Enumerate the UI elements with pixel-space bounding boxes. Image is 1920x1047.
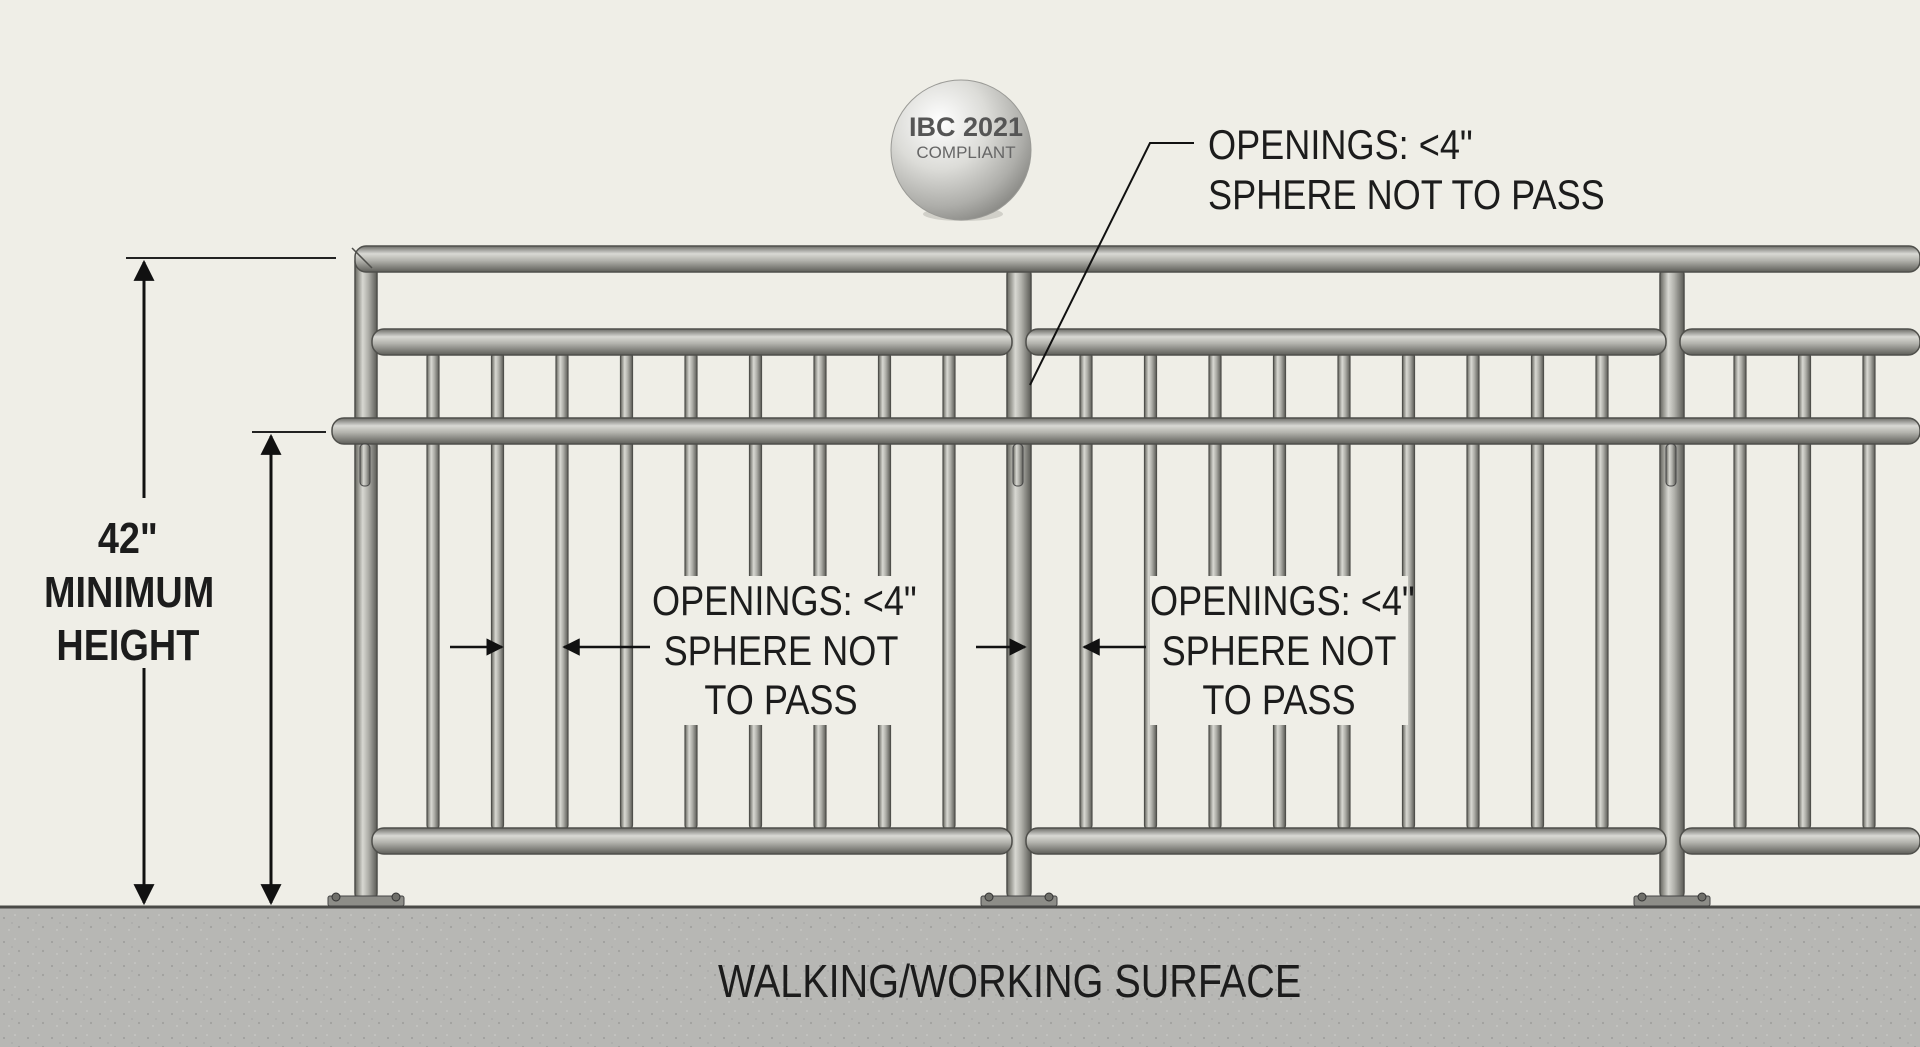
- height-label-line-2: MINIMUM: [44, 567, 215, 617]
- surface-label-text: WALKING/WORKING SURFACE: [718, 955, 1302, 1007]
- upper-rail-3: [1679, 328, 1920, 356]
- surface-label: WALKING/WORKING SURFACE: [718, 954, 1301, 1008]
- bottom-rail-3: [1679, 827, 1920, 855]
- base-plate-left: [327, 895, 405, 907]
- height-label: 42" MINIMUM HEIGHT: [44, 512, 215, 673]
- middle-callout-right-line-1: OPENINGS: <4": [1150, 577, 1415, 624]
- handrail-brackets: [359, 443, 1677, 487]
- badge-line-2: COMPLIANT: [916, 143, 1016, 162]
- rails: [331, 245, 1920, 855]
- middle-callout-left: OPENINGS: <4" SPHERE NOT TO PASS: [652, 576, 917, 725]
- middle-callout-left-line-1: OPENINGS: <4": [652, 577, 917, 624]
- badge-line-1: IBC 2021: [908, 112, 1024, 142]
- top-callout-line-1: OPENINGS: <4": [1208, 121, 1473, 168]
- middle-callout-left-line-2: SPHERE NOT: [663, 626, 899, 674]
- base-plate-right: [1633, 895, 1711, 907]
- height-label-line-3: HEIGHT: [56, 621, 200, 671]
- compliance-badge-label: IBC 2021 COMPLIANT: [886, 112, 1046, 162]
- bottom-rail-1: [371, 827, 1013, 855]
- compliance-sphere-icon: [890, 79, 1032, 221]
- top-rail: [354, 245, 1920, 273]
- top-callout-line-2: SPHERE NOT TO PASS: [1208, 170, 1605, 218]
- top-callout: OPENINGS: <4" SPHERE NOT TO PASS: [1208, 120, 1605, 219]
- middle-callout-right-line-3: TO PASS: [1202, 676, 1356, 724]
- middle-callout-left-line-3: TO PASS: [704, 676, 858, 724]
- base-plates: [327, 892, 1711, 907]
- base-plate-middle: [980, 895, 1058, 907]
- middle-callout-right-line-2: SPHERE NOT: [1161, 626, 1397, 674]
- ground-surface: [0, 906, 1920, 1047]
- bottom-rail-2: [1025, 827, 1667, 855]
- top-rail-corner: [351, 247, 373, 269]
- post-middle: [1006, 264, 1032, 903]
- upper-rail-2: [1025, 328, 1667, 356]
- upper-rail-1: [371, 328, 1013, 356]
- handrail: [331, 417, 1920, 445]
- top-callout-leader: [1029, 142, 1194, 386]
- post-right: [1659, 264, 1685, 903]
- height-dimensions: [126, 257, 336, 906]
- height-label-line-1: 42": [97, 514, 158, 563]
- middle-callout-right: OPENINGS: <4" SPHERE NOT TO PASS: [1150, 576, 1415, 725]
